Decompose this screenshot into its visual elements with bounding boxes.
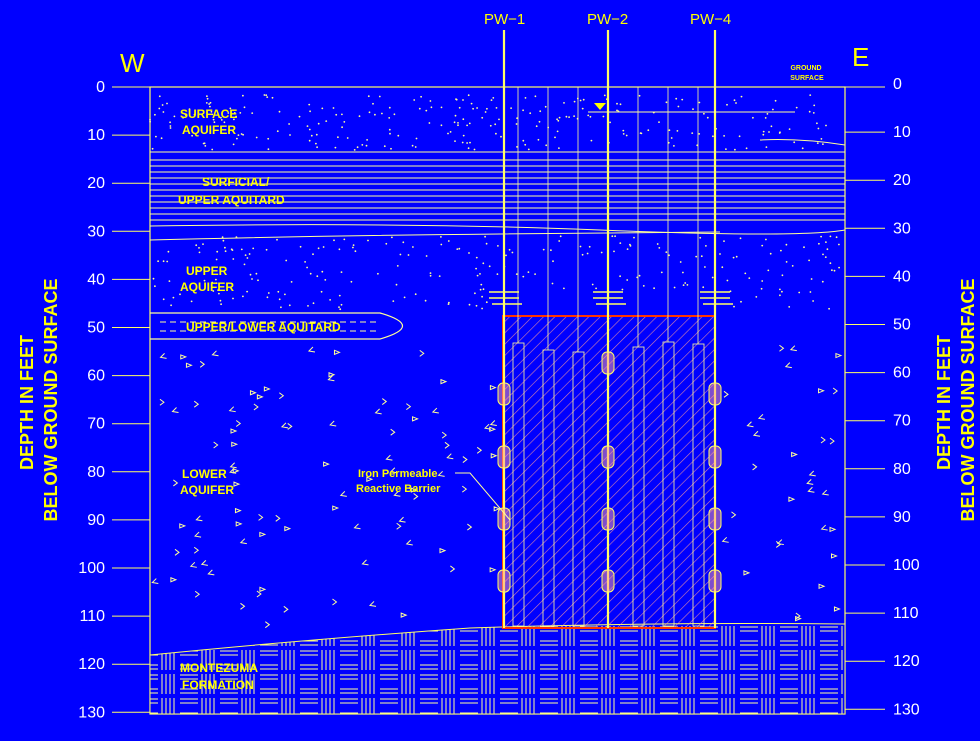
right-tick-label: 20 bbox=[893, 172, 911, 189]
guide-lines bbox=[517, 87, 699, 352]
barrier-label: Iron Permeable Reactive Barrier bbox=[356, 468, 441, 495]
right-tick-label: 120 bbox=[893, 653, 920, 670]
left-tick-label: 60 bbox=[87, 368, 105, 385]
left-tick-label: 80 bbox=[87, 464, 105, 481]
right-tick-label: 0 bbox=[893, 76, 902, 93]
left-tick-label: 100 bbox=[78, 560, 105, 577]
left-tick-label: 0 bbox=[96, 79, 105, 96]
left-tick-label: 110 bbox=[79, 608, 105, 625]
upper-aquitard-layer bbox=[149, 139, 846, 241]
left-tick-label: 50 bbox=[87, 320, 105, 337]
west-label: W bbox=[120, 48, 145, 78]
ground-surface-label: GROUND SURFACE bbox=[790, 65, 824, 82]
left-tick-label: 10 bbox=[87, 127, 105, 144]
east-label: E bbox=[852, 42, 869, 72]
right-tick-label: 100 bbox=[893, 557, 920, 574]
well-label-pw1: PW−1 bbox=[484, 11, 525, 28]
gravel-marks bbox=[151, 344, 843, 629]
well-1 bbox=[489, 30, 522, 628]
well-2 bbox=[593, 30, 626, 628]
surface-aquifer-label: SURFACE AQUIFER bbox=[180, 107, 241, 137]
well-label-pw2: PW−2 bbox=[587, 11, 628, 28]
right-axis-title: DEPTH IN FEET BELOW GROUND SURFACE bbox=[934, 279, 978, 522]
depth-ticks: 0 0 10 10 20 20 30 30 40 40 50 50 60 60 70 70 80 80 90 90 10… bbox=[78, 76, 920, 721]
lower-aquifer-label: LOWER AQUIFER bbox=[180, 467, 234, 497]
right-tick-label: 90 bbox=[893, 509, 911, 526]
left-axis-title: DEPTH IN FEET BELOW GROUND SURFACE bbox=[17, 279, 61, 522]
well-3 bbox=[700, 30, 733, 628]
water-table-marker bbox=[588, 103, 795, 113]
montezuma-label: MONTEZUMA FORMATION bbox=[180, 661, 261, 692]
upper-lower-aquitard-lens bbox=[150, 312, 403, 340]
right-tick-label: 10 bbox=[893, 124, 911, 141]
right-tick-label: 60 bbox=[893, 365, 911, 382]
barrier-leader-line bbox=[455, 472, 511, 521]
montezuma-formation bbox=[149, 623, 846, 715]
right-tick-label: 70 bbox=[893, 413, 911, 430]
left-tick-label: 20 bbox=[87, 175, 105, 192]
wells bbox=[489, 30, 733, 628]
left-tick-label: 130 bbox=[78, 704, 105, 721]
right-tick-label: 110 bbox=[893, 605, 919, 622]
left-tick-label: 70 bbox=[87, 416, 105, 433]
right-tick-label: 40 bbox=[893, 268, 911, 285]
sand-speckles bbox=[149, 94, 840, 311]
right-tick-label: 80 bbox=[893, 461, 911, 478]
right-tick-label: 50 bbox=[893, 317, 911, 334]
upper-lower-aquitard-label: UPPER/LOWER AQUITARD bbox=[186, 320, 341, 334]
left-tick-label: 90 bbox=[87, 512, 105, 529]
well-label-pw4: PW−4 bbox=[690, 11, 731, 28]
left-tick-label: 40 bbox=[87, 271, 105, 288]
upper-aquifer-label: UPPER AQUIFER bbox=[180, 264, 234, 294]
left-tick-label: 120 bbox=[78, 656, 105, 673]
right-tick-label: 30 bbox=[893, 220, 911, 237]
upper-aquitard-label: SURFICIAL/ UPPER AQUITARD bbox=[178, 175, 285, 207]
right-tick-label: 130 bbox=[893, 701, 920, 718]
left-tick-label: 30 bbox=[87, 223, 105, 240]
